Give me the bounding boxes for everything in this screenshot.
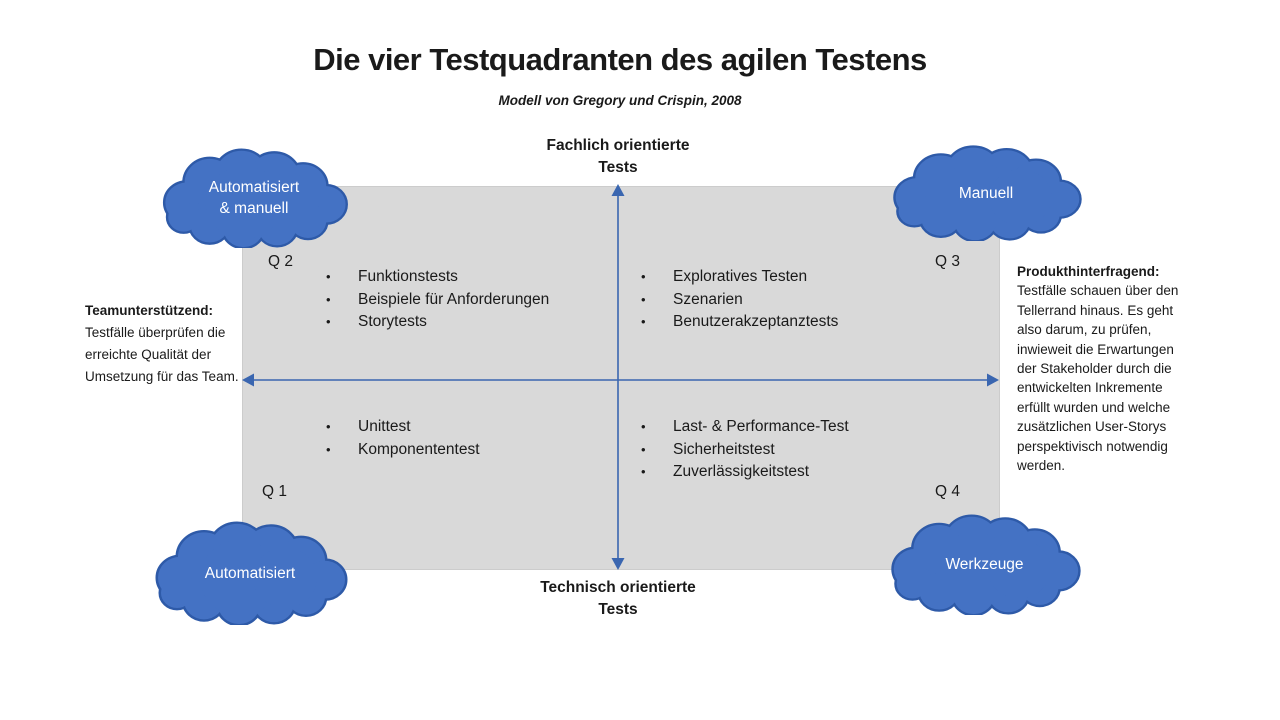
cloud-icon <box>893 145 1082 241</box>
cloud-label: Automatisiert & manuell <box>208 179 300 217</box>
quadrant-label-q2: Q 2 <box>268 253 293 270</box>
list-item: • Sicherheitstest <box>641 439 849 462</box>
list-item: • Funktionstests <box>326 266 549 289</box>
list-item-label: Exploratives Testen <box>673 268 808 285</box>
quadrant-q4-list: • Last- & Performance-Test • Sicherheitste… <box>641 416 849 484</box>
cloud-automated: Automatisiert <box>140 521 360 625</box>
bullet-icon: • <box>326 441 331 457</box>
axis-label-business: Fachlich orientierte Tests <box>546 137 690 176</box>
list-item: • Storytests <box>326 311 549 334</box>
cloud-label: Werkzeuge <box>945 556 1024 573</box>
quadrant-label-q3: Q 3 <box>935 253 960 270</box>
quadrant-q1-list: • Unittest • Komponententest <box>326 416 480 461</box>
list-item: • Zuverlässigkeitstest <box>641 461 849 484</box>
note-body: Testfälle schauen über den Tellerrand hi… <box>1017 283 1179 474</box>
quadrant-q2-list: • Funktionstests • Beispiele für Anforderu… <box>326 266 549 334</box>
cloud-icon <box>155 521 348 625</box>
note-body: Testfälle überprüfen die erreichte Quali… <box>85 325 239 384</box>
cloud-label: Automatisiert <box>204 564 296 582</box>
list-item: • Szenarien <box>641 289 838 312</box>
bullet-icon: • <box>326 419 331 434</box>
bullet-icon: • <box>641 314 646 329</box>
note-product-critiquing: Produkthinterfragend: Testfälle schauen … <box>1017 262 1179 475</box>
axis-label-technical: Technisch orientierte Tests <box>540 579 696 618</box>
bullet-icon: • <box>326 314 331 329</box>
bullet-icon: • <box>641 441 646 457</box>
quadrant-q3-list: • Exploratives Testen • Szenarien • Benutze… <box>641 266 838 334</box>
quadrant-label-q1: Q 1 <box>262 483 287 500</box>
bullet-icon: • <box>326 291 331 307</box>
list-item-label: Storytests <box>358 313 427 330</box>
note-heading: Teamunterstützend: <box>85 303 214 318</box>
list-item-label: Sicherheitstest <box>673 440 775 458</box>
cloud-automated-and-manual: Automatisiert & manuell <box>148 148 360 248</box>
cloud-icon <box>162 148 348 248</box>
cloud-manual: Manuell <box>878 145 1094 241</box>
cloud-tools: Werkzeuge <box>876 514 1093 615</box>
list-item-label: Benutzerakzeptanztests <box>673 313 839 330</box>
list-item: • Last- & Performance-Test <box>641 416 849 439</box>
page-title: Die vier Testquadranten des agilen Teste… <box>313 42 927 77</box>
list-item-label: Zuverlässigkeitstest <box>673 463 810 480</box>
list-item: • Benutzerakzeptanztests <box>641 311 838 334</box>
quadrant-label-q4: Q 4 <box>935 483 960 500</box>
list-item-label: Unittest <box>358 418 411 435</box>
bullet-icon: • <box>641 291 646 307</box>
bullet-icon: • <box>641 269 646 284</box>
bullet-icon: • <box>641 419 646 434</box>
list-item-label: Funktionstests <box>358 268 458 285</box>
cloud-label: Manuell <box>958 184 1014 202</box>
list-item: • Unittest <box>326 416 480 439</box>
list-item-label: Beispiele für Anforderungen <box>358 290 550 308</box>
cloud-icon <box>891 514 1081 615</box>
note-heading: Produkthinterfragend: <box>1017 264 1160 279</box>
list-item-label: Last- & Performance-Test <box>673 418 849 435</box>
quadrant-matrix <box>242 186 1000 570</box>
subtitle: Modell von Gregory und Crispin, 2008 <box>498 93 742 108</box>
list-item: • Beispiele für Anforderungen <box>326 289 549 312</box>
list-item-label: Szenarien <box>673 290 743 308</box>
list-item: • Komponententest <box>326 439 480 462</box>
list-item-label: Komponententest <box>358 440 480 458</box>
bullet-icon: • <box>326 269 331 284</box>
note-team-supporting: Teamunterstützend: Testfälle überprüfen … <box>85 300 240 388</box>
list-item: • Exploratives Testen <box>641 266 838 289</box>
bullet-icon: • <box>641 464 646 479</box>
